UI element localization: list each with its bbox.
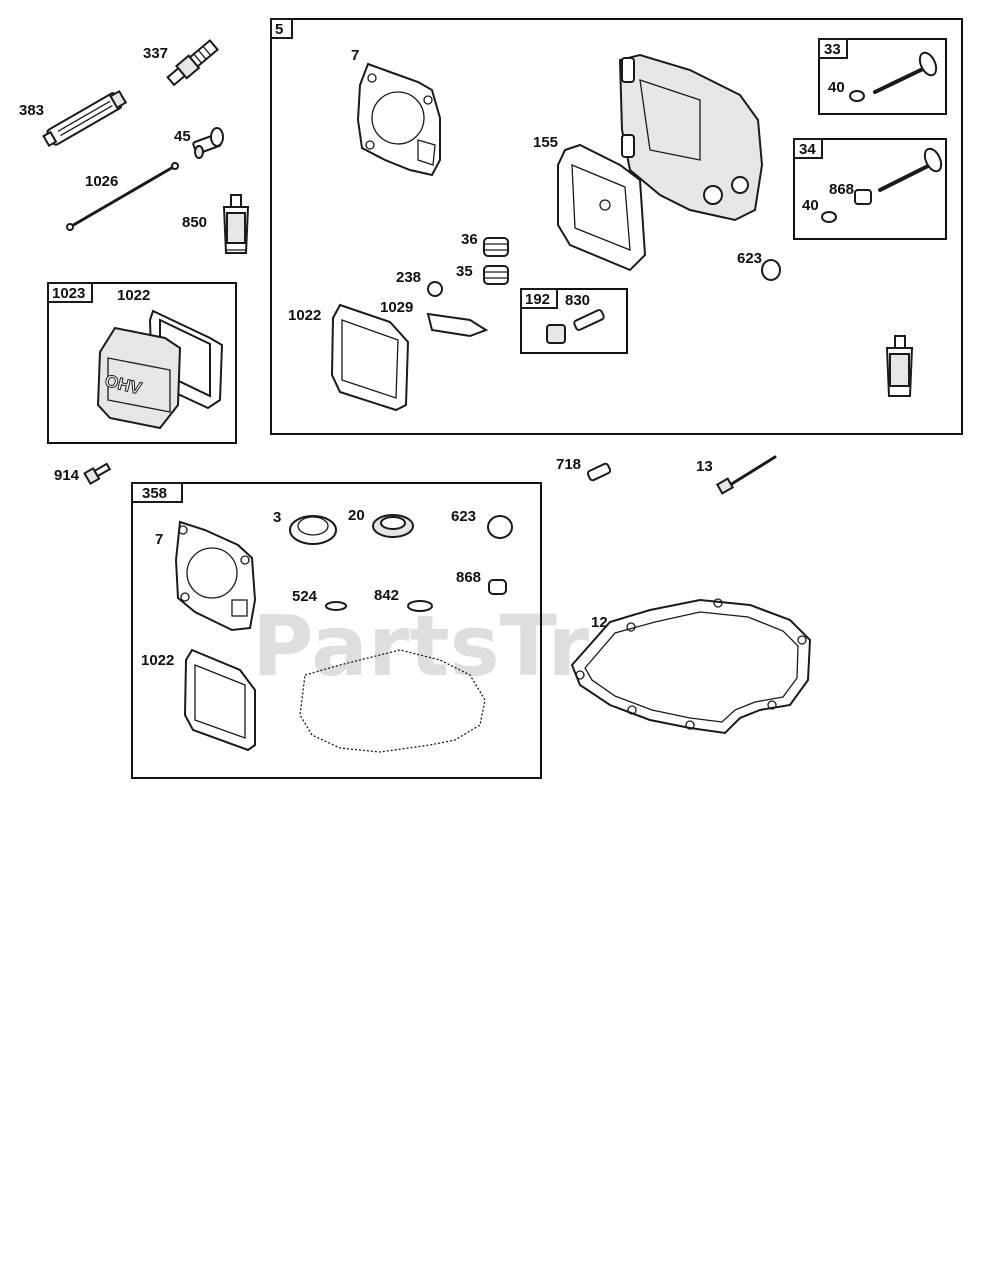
- group-5-tag[interactable]: 5: [275, 21, 283, 38]
- callout-1023-1022[interactable]: 1022: [117, 287, 150, 304]
- plug-wrench-part[interactable]: [42, 89, 128, 149]
- head-gasket-358-part[interactable]: [174, 520, 257, 632]
- callout-12[interactable]: 12: [591, 614, 608, 631]
- callout-13[interactable]: 13: [696, 458, 713, 475]
- push-rod-part[interactable]: [66, 162, 179, 231]
- breather-fitting-part[interactable]: [546, 309, 605, 344]
- callout-1029[interactable]: 1029: [380, 299, 413, 316]
- rocker-arm-part[interactable]: [426, 312, 489, 338]
- callout-36[interactable]: 36: [461, 231, 478, 248]
- crankcase-gasket-12-part[interactable]: [570, 598, 812, 735]
- exhaust-valve-part[interactable]: [821, 146, 944, 223]
- callout-842[interactable]: 842: [374, 587, 399, 604]
- callout-718[interactable]: 718: [556, 456, 581, 473]
- ring-842-part[interactable]: [407, 600, 433, 612]
- crankcase-gasket-358-part[interactable]: [299, 649, 486, 753]
- group-5-tag-box: [270, 18, 293, 39]
- screw-part[interactable]: [83, 461, 112, 486]
- rocker-gasket-part[interactable]: [330, 303, 410, 412]
- intake-valve-part[interactable]: [849, 50, 939, 102]
- callout-33-40[interactable]: 40: [828, 79, 845, 96]
- callout-358-7[interactable]: 7: [155, 531, 163, 548]
- callout-238[interactable]: 238: [396, 269, 421, 286]
- group-34-tag-box: [793, 138, 823, 159]
- valve-spring-36[interactable]: [483, 237, 509, 257]
- callout-5-7[interactable]: 7: [351, 47, 359, 64]
- cylinder-head-part[interactable]: [618, 53, 764, 222]
- group-358-tag-box: [131, 482, 183, 503]
- callout-35[interactable]: 35: [456, 263, 473, 280]
- group-1023-tag-box: [47, 282, 93, 303]
- callout-868[interactable]: 868: [456, 569, 481, 586]
- callout-3[interactable]: 3: [273, 509, 281, 526]
- dowel-pin-part[interactable]: [586, 462, 612, 482]
- head-gasket-part[interactable]: [356, 62, 441, 177]
- group-358-frame: [131, 482, 542, 779]
- group-34-frame: [793, 138, 947, 240]
- callout-358-1022[interactable]: 1022: [141, 652, 174, 669]
- group-33-tag[interactable]: 33: [824, 41, 841, 58]
- retainer-part[interactable]: [192, 127, 224, 159]
- o-ring-623-part[interactable]: [761, 259, 781, 281]
- bolt-13-part[interactable]: [715, 455, 777, 495]
- seal-868-part[interactable]: [488, 579, 507, 595]
- ring-524-part[interactable]: [325, 601, 347, 611]
- rocker-housing-part[interactable]: [557, 143, 647, 272]
- oil-seal-20-part[interactable]: [372, 514, 414, 538]
- callout-34-40[interactable]: 40: [802, 197, 819, 214]
- group-1023-tag[interactable]: 1023: [52, 285, 85, 302]
- oil-seal-3-part[interactable]: [289, 515, 337, 545]
- group-192-tag-box: [520, 288, 558, 309]
- callout-358-623[interactable]: 623: [451, 508, 476, 525]
- group-192-frame: [520, 288, 628, 354]
- callout-34-868[interactable]: 868: [829, 181, 854, 198]
- callout-383[interactable]: 383: [19, 102, 44, 119]
- callout-524[interactable]: 524: [292, 588, 318, 605]
- callout-337[interactable]: 337: [143, 45, 168, 62]
- group-34-tag[interactable]: 34: [799, 141, 816, 158]
- sealant-tube-5-part[interactable]: [885, 335, 914, 397]
- group-5-frame: [270, 18, 963, 435]
- group-33-frame: [818, 38, 947, 115]
- callout-850[interactable]: 850: [182, 214, 207, 231]
- group-358-tag[interactable]: 358: [142, 485, 167, 502]
- callout-45[interactable]: 45: [174, 128, 191, 145]
- sealant-tube-part[interactable]: [222, 194, 250, 254]
- group-33-tag-box: [818, 38, 848, 59]
- valve-spring-35[interactable]: [483, 265, 509, 285]
- valve-cover-assembly[interactable]: OHV: [96, 309, 224, 430]
- callout-5-623[interactable]: 623: [737, 250, 762, 267]
- callout-914[interactable]: 914: [54, 467, 80, 484]
- spark-plug-part[interactable]: [166, 39, 220, 87]
- ring-238-part[interactable]: [427, 281, 443, 297]
- o-ring-623-358-part[interactable]: [487, 515, 513, 539]
- callout-830[interactable]: 830: [565, 292, 590, 309]
- callout-20[interactable]: 20: [348, 507, 365, 524]
- callout-1026[interactable]: 1026: [85, 173, 118, 190]
- callout-155[interactable]: 155: [533, 134, 558, 151]
- group-1023-frame: [47, 282, 237, 444]
- callout-5-1022[interactable]: 1022: [288, 307, 321, 324]
- group-192-tag[interactable]: 192: [525, 291, 550, 308]
- rocker-gasket-358-part[interactable]: [183, 648, 256, 752]
